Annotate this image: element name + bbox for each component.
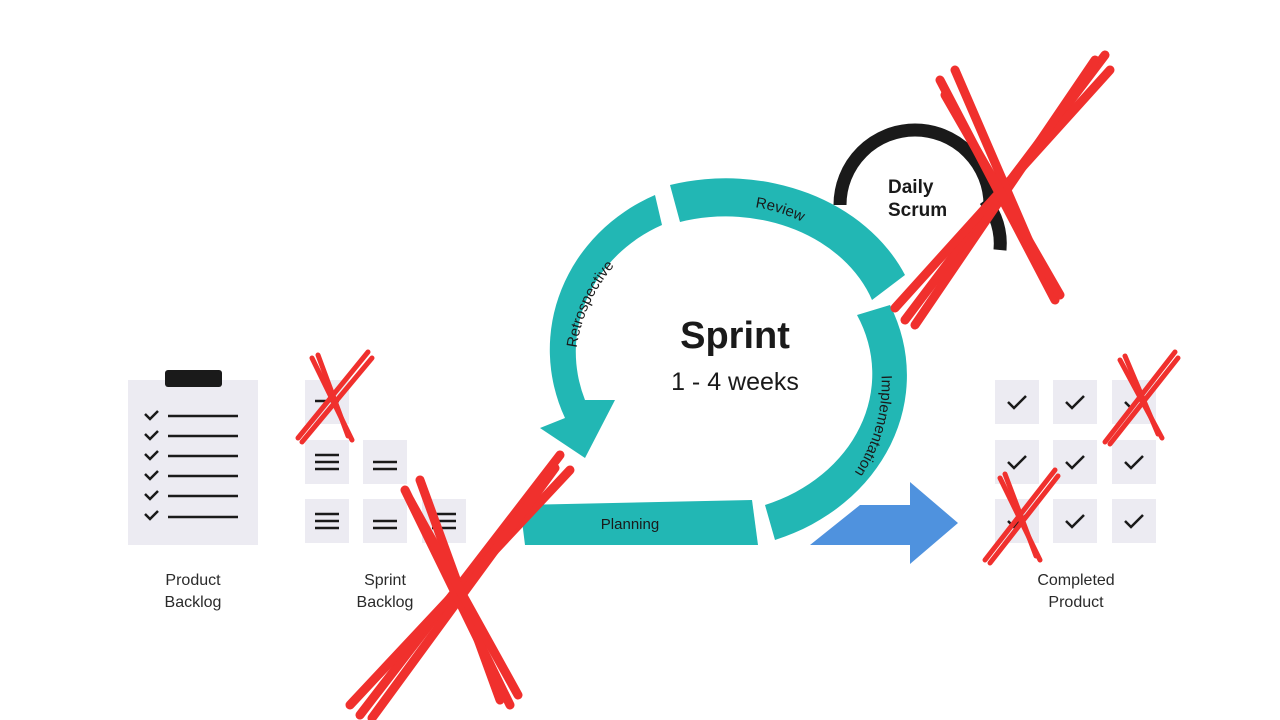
product-backlog-label: Product Backlog <box>164 572 222 611</box>
cross-mark-icon <box>982 467 1061 566</box>
clipboard-icon <box>128 370 258 545</box>
planning-label: Planning <box>601 516 659 533</box>
sprint-backlog-tiles <box>305 380 466 543</box>
daily-scrum-label: Daily Scrum <box>888 177 948 221</box>
review-segment <box>670 178 905 300</box>
cross-mark-icon <box>1102 349 1181 447</box>
sprint-backlog-label: Sprint Backlog <box>356 572 414 611</box>
sprint-title: Sprint <box>680 315 790 357</box>
sprint-duration: 1 - 4 weeks <box>671 368 799 396</box>
sprint-cycle: Review Retrospective Implementation Plan… <box>520 178 907 545</box>
arrow-right-icon <box>810 482 958 564</box>
retrospective-segment <box>540 195 662 458</box>
cross-mark-icon <box>295 349 375 445</box>
cross-mark-icon <box>890 50 1115 330</box>
completed-product-label: Completed Product <box>1037 572 1115 611</box>
planning-segment <box>520 500 758 545</box>
cross-marks <box>295 50 1181 720</box>
implementation-segment <box>765 305 907 540</box>
lines-icon <box>315 399 456 530</box>
cross-mark-icon <box>345 450 575 720</box>
